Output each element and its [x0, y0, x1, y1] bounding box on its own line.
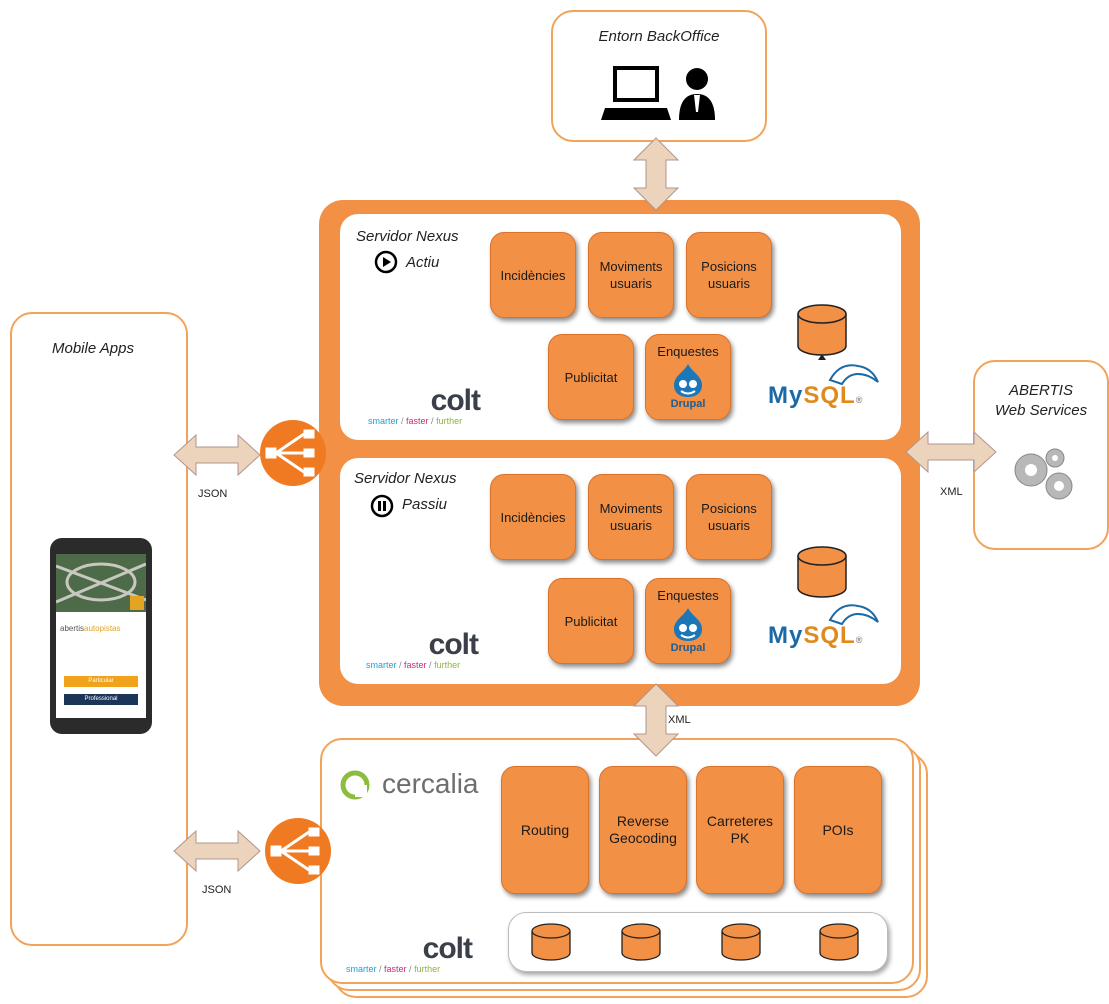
drupal-label: Drupal — [670, 398, 706, 410]
mysql-logo: MySQL® — [768, 622, 864, 649]
database-icon — [721, 923, 761, 961]
database-icon — [819, 923, 859, 961]
database-icon — [531, 923, 571, 961]
arrow-server-abertis — [905, 430, 997, 474]
backoffice-title: Entorn BackOffice — [598, 28, 720, 45]
server-passive-title: Servidor Nexus — [354, 470, 457, 487]
phone-screen: abertisautopistas Particular Professiona… — [56, 554, 146, 718]
colt-logo: colt smarter / faster / further — [368, 384, 481, 427]
module-moviments-usuaris: Moviments usuaris — [588, 474, 674, 560]
module-enquestes: Enquestes Drupal — [645, 578, 731, 664]
module-incidencies: Incidències — [490, 232, 576, 318]
highway-photo — [56, 554, 146, 612]
cercalia-icon — [340, 770, 370, 800]
play-icon — [374, 250, 398, 274]
drupal-icon — [674, 364, 702, 397]
module-publicitat: Publicitat — [548, 334, 634, 420]
drupal-label: Drupal — [670, 642, 706, 654]
xml-label-mid: XML — [668, 714, 691, 726]
module-moviments-usuaris: Moviments usuaris — [588, 232, 674, 318]
module-enquestes: Enquestes Drupal — [645, 334, 731, 420]
phone-professional-button: Professional — [64, 694, 138, 705]
laptop-icon — [601, 66, 671, 120]
module-enquestes-label: Enquestes — [657, 588, 719, 603]
pause-icon — [370, 494, 394, 518]
dolphin-icon — [828, 604, 879, 626]
server-passive-panel: Servidor Nexus Passiu Incidències Movime… — [340, 458, 901, 684]
cercalia-databases — [508, 912, 888, 972]
module-pois: POIs — [794, 766, 882, 894]
abertis-line2: Web Services — [994, 402, 1088, 419]
server-active-status: Actiu — [406, 254, 440, 271]
cercalia-panel: cercalia Routing Reverse Geocoding Carre… — [320, 738, 914, 984]
load-balancer-icon — [260, 420, 326, 486]
phone-image: abertisautopistas Particular Professiona… — [50, 538, 152, 734]
module-posicions-usuaris: Posicions usuaris — [686, 232, 772, 318]
module-enquestes-label: Enquestes — [657, 344, 719, 359]
mobile-apps-title: Mobile Apps — [52, 340, 134, 357]
arrow-mobile-cercalia — [173, 829, 261, 873]
colt-logo: colt smarter / faster / further — [366, 628, 479, 671]
load-balancer-icon — [265, 818, 331, 884]
server-active-title: Servidor Nexus — [356, 228, 459, 245]
database-icon — [797, 304, 847, 360]
abertis-box: ABERTIS Web Services — [973, 360, 1109, 550]
user-icon — [679, 68, 715, 120]
mysql-logo: MySQL® — [768, 382, 864, 409]
backoffice-box: Entorn BackOffice — [551, 10, 767, 142]
module-posicions-usuaris: Posicions usuaris — [686, 474, 772, 560]
cercalia-name: cercalia — [382, 768, 479, 799]
server-passive-status: Passiu — [402, 496, 448, 513]
dolphin-icon — [828, 364, 879, 386]
database-icon — [621, 923, 661, 961]
module-routing: Routing — [501, 766, 589, 894]
phone-particular-button: Particular — [64, 676, 138, 687]
json-label-top: JSON — [198, 488, 228, 500]
module-publicitat: Publicitat — [548, 578, 634, 664]
module-incidencies: Incidències — [490, 474, 576, 560]
json-label-bottom: JSON — [202, 884, 232, 896]
database-icon — [797, 546, 847, 598]
server-active-panel: Servidor Nexus Actiu Incidències Movimen… — [340, 214, 901, 440]
xml-label-right: XML — [940, 486, 963, 498]
arrow-mobile-server — [173, 433, 261, 477]
drupal-icon — [674, 608, 702, 641]
colt-logo: colt smarter / faster / further — [346, 932, 473, 975]
module-reverse-geocoding: Reverse Geocoding — [599, 766, 687, 894]
mobile-apps-box: Mobile Apps abertisautopistas Particular… — [10, 312, 188, 946]
module-carreteres-pk: Carreteres PK — [696, 766, 784, 894]
arrow-backoffice-server — [632, 137, 680, 211]
abertis-line1: ABERTIS — [1009, 382, 1073, 399]
gears-icon — [1014, 448, 1073, 500]
phone-logo: abertisautopistas — [60, 624, 121, 633]
arrow-server-cercalia — [632, 683, 680, 757]
